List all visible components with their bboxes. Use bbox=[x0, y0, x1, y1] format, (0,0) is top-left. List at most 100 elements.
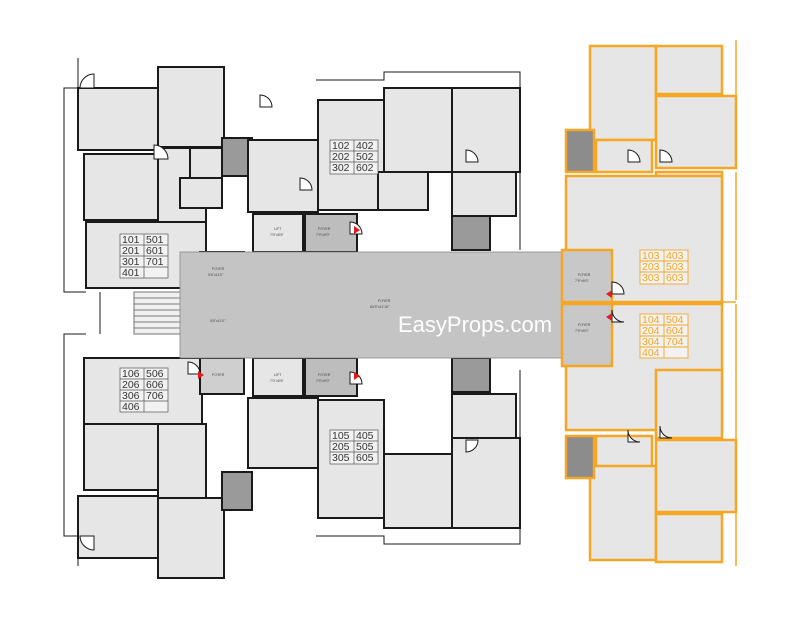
sw-stair bbox=[221, 471, 253, 511]
east-foyer-label-top: FOYER bbox=[578, 273, 591, 277]
unit-label: 404 bbox=[642, 347, 660, 359]
unit-label: 602 bbox=[356, 162, 374, 174]
unit-table-sw: 106 506 206 606 306 706 406 bbox=[119, 367, 169, 413]
unit-label: 701 bbox=[146, 256, 164, 268]
entry-arrow-icon bbox=[606, 290, 612, 298]
east-wing-rooms bbox=[560, 44, 738, 564]
sw-living bbox=[83, 423, 160, 491]
entry-arrow-icon bbox=[354, 372, 360, 380]
east-foyer-label-bottom: FOYER bbox=[578, 323, 591, 327]
lift-label-bottom: LIFT bbox=[274, 373, 282, 377]
unit-label: 206 bbox=[122, 379, 140, 391]
unit-label: 201 bbox=[122, 245, 140, 257]
unit-label: 103 bbox=[642, 250, 660, 262]
sw-bedroom-right bbox=[157, 497, 225, 579]
east-foyer-dim-top: 7'9"x9'0" bbox=[575, 279, 589, 283]
nw-bedroom-right bbox=[157, 66, 225, 148]
unit-label: 405 bbox=[356, 430, 374, 442]
unit-label: 306 bbox=[122, 390, 140, 402]
se-living bbox=[654, 368, 724, 440]
unit-label: 505 bbox=[356, 441, 374, 453]
sc-bedroom-b bbox=[383, 453, 453, 529]
unit-label: 104 bbox=[642, 314, 660, 326]
sc-stair bbox=[451, 357, 491, 393]
nc-wc bbox=[377, 171, 429, 211]
unit-label: 504 bbox=[666, 314, 684, 326]
unit-label: 506 bbox=[146, 368, 164, 380]
room-labels: LIFT 7'0"x5'6" LIFT 7'0"x5'6" FOYER 7'9"… bbox=[208, 227, 591, 383]
se-wc bbox=[594, 434, 654, 470]
entry-arrow-icon bbox=[198, 371, 204, 379]
nc-block-left bbox=[247, 139, 319, 213]
unit-table-sc: 105 405 205 505 305 605 bbox=[329, 429, 379, 465]
foyer-label-bottom: FOYER bbox=[318, 373, 331, 377]
unit-label: 503 bbox=[666, 261, 684, 273]
unit-table-se: 104 504 204 604 304 704 404 bbox=[639, 313, 689, 359]
unit-table-ne: 103 403 203 503 303 603 bbox=[639, 249, 689, 285]
se-bedroom-b bbox=[654, 512, 724, 564]
unit-label: 605 bbox=[356, 452, 374, 464]
lift-top bbox=[252, 213, 304, 253]
unit-label: 202 bbox=[332, 151, 350, 163]
foyer-left-dim: 5'6"x11'0" bbox=[208, 273, 224, 277]
foyer-top bbox=[304, 213, 358, 253]
watermark: EasyProps.com bbox=[398, 312, 552, 337]
sw-kitchen bbox=[157, 423, 207, 499]
unit-label: 402 bbox=[356, 140, 374, 152]
door-swings bbox=[79, 73, 673, 551]
lift-dim-bottom: 7'0"x5'6" bbox=[270, 379, 284, 383]
unit-label: 604 bbox=[666, 325, 684, 337]
unit-label: 603 bbox=[666, 272, 684, 284]
nc-stair bbox=[451, 215, 491, 251]
ne-bedroom-a bbox=[588, 44, 658, 142]
east-foyer-bottom bbox=[560, 302, 614, 368]
nw-living bbox=[83, 153, 160, 221]
unit-label: 205 bbox=[332, 441, 350, 453]
unit-label: 203 bbox=[642, 261, 660, 273]
sc-bedroom-c bbox=[451, 437, 521, 529]
unit-label: 102 bbox=[332, 140, 350, 152]
unit-label: 403 bbox=[666, 250, 684, 262]
se-bedroom-a bbox=[588, 464, 658, 562]
entry-arrow-icon bbox=[354, 226, 360, 234]
nw-wc1 bbox=[189, 147, 223, 179]
unit-label: 105 bbox=[332, 430, 350, 442]
east-foyer-dim-bottom: 7'9"x9'0" bbox=[575, 329, 589, 333]
foyer-dim-bottom: 7'9"x9'0" bbox=[316, 379, 330, 383]
unit-label: 706 bbox=[146, 390, 164, 402]
unit-label: 106 bbox=[122, 368, 140, 380]
lift-bottom bbox=[252, 357, 304, 397]
unit-table-nc: 102 402 202 502 302 602 bbox=[329, 139, 379, 175]
entry-arrow-icon bbox=[606, 313, 612, 321]
lift-dim-top: 7'0"x5'6" bbox=[270, 233, 284, 237]
nc-bedroom-b bbox=[383, 87, 453, 173]
nc-kitchen bbox=[451, 171, 517, 217]
central-corridor bbox=[179, 251, 565, 359]
main-foyer-label: FOYER bbox=[378, 299, 391, 303]
unit-label: 305 bbox=[332, 452, 350, 464]
nc-bedroom-c bbox=[451, 87, 521, 173]
foyer-dim-top: 7'9"x9'0" bbox=[316, 233, 330, 237]
foyer-left-label-2: FOYER bbox=[212, 373, 225, 377]
foyer-label-top: FOYER bbox=[318, 227, 331, 231]
unit-table-nw: 101 501 201 601 301 701 401 bbox=[119, 233, 169, 279]
unit-label: 502 bbox=[356, 151, 374, 163]
ne-bedroom-b bbox=[654, 44, 724, 96]
nw-wc2 bbox=[179, 177, 223, 209]
sc-block-left bbox=[247, 397, 319, 469]
unit-label: 501 bbox=[146, 234, 164, 246]
lift-label-top: LIFT bbox=[274, 227, 282, 231]
ne-wc bbox=[594, 138, 654, 174]
unit-label: 101 bbox=[122, 234, 140, 246]
unit-label: 606 bbox=[146, 379, 164, 391]
ne-lift-dark bbox=[564, 128, 596, 174]
unit-label: 401 bbox=[122, 267, 140, 279]
se-bedroom-c bbox=[654, 438, 738, 514]
nw-bedroom-top bbox=[77, 87, 159, 151]
unit-label: 303 bbox=[642, 272, 660, 284]
entry-arrows bbox=[198, 226, 612, 380]
corridor-left-dim: 5'6"x11'0" bbox=[210, 319, 226, 323]
west-wing-outline bbox=[63, 58, 521, 566]
sc-kitchen bbox=[451, 393, 517, 439]
